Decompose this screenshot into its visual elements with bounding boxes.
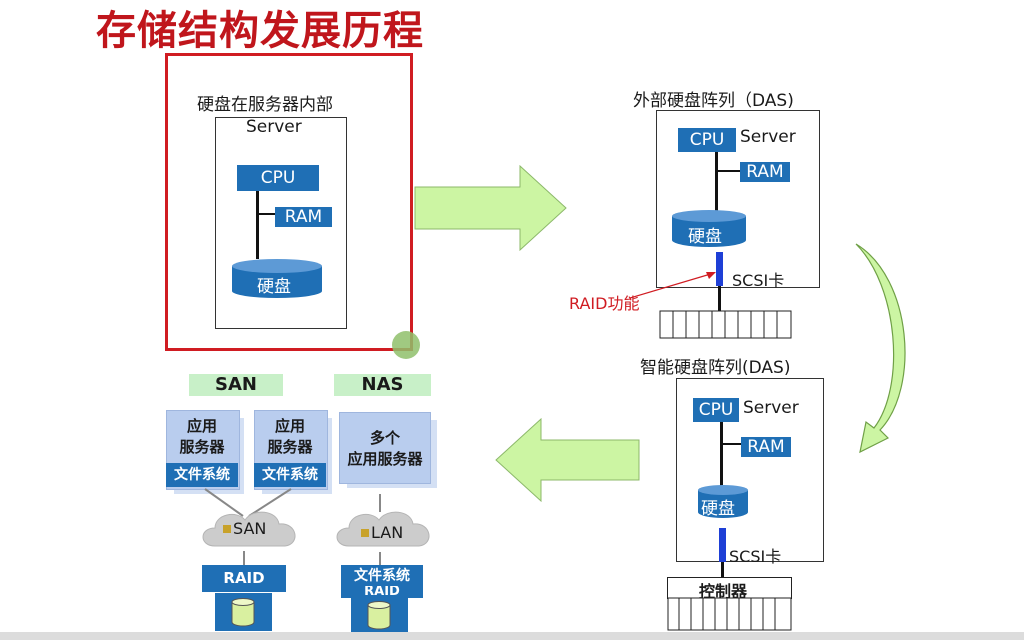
- nas-servers: [339, 412, 431, 484]
- stage2-bus-line: [715, 152, 718, 212]
- nas-tag: NAS: [334, 374, 431, 396]
- stage1-disk-label: 硬盘: [257, 277, 291, 297]
- arrow-left-icon: [495, 418, 640, 502]
- stage2-scsi-line: [718, 286, 721, 316]
- nas-fs: 文件系统: [341, 565, 423, 587]
- nas-cloud-marker: [361, 529, 369, 537]
- stage3-scsi-line: [721, 562, 724, 578]
- nas-servers-label: 多个 应用服务器: [347, 429, 423, 468]
- stage2-server-label: Server: [740, 127, 796, 147]
- san-server2-label: 应用 服务器: [267, 417, 313, 456]
- stage3-server-label: Server: [743, 398, 799, 418]
- san-links: [204, 488, 292, 517]
- curved-arrow-down-icon: [855, 243, 906, 454]
- stage2-ram: RAM: [740, 162, 790, 182]
- raid-pointer-arrow: [629, 272, 716, 299]
- stage3-caption: 智能硬盘阵列(DAS): [640, 358, 791, 378]
- stage3-scsi-label: SCSI卡: [729, 547, 782, 566]
- stage2-disk-icon: [672, 210, 746, 247]
- san-fs2: 文件系统: [254, 463, 326, 487]
- nas-raid: RAID: [341, 586, 423, 598]
- stage3-scsi-card: [719, 528, 726, 562]
- nas-cloud-label: LAN: [371, 523, 404, 542]
- stage1-cpu: CPU: [237, 165, 319, 191]
- san-tag: SAN: [189, 374, 283, 396]
- stage3-disk-label: 硬盘: [701, 499, 735, 519]
- stage3-ram-connector: [723, 443, 741, 445]
- stage3-disk-array: [667, 597, 792, 631]
- san-cloud-marker: [223, 525, 231, 533]
- san-fs1: 文件系统: [166, 463, 238, 487]
- bottom-scroll-strip[interactable]: [0, 632, 1024, 640]
- san-server1-label: 应用 服务器: [179, 417, 225, 456]
- stage2-caption: 外部硬盘阵列（DAS): [633, 91, 794, 111]
- page-title: 存储结构发展历程: [96, 8, 424, 54]
- san-raid: RAID: [202, 565, 286, 592]
- stage2-raid-label: RAID功能: [569, 294, 640, 313]
- stage2-cpu: CPU: [678, 128, 736, 152]
- nas-cloud-icon: [336, 511, 430, 547]
- nas-storage-disk-icon: [367, 601, 391, 630]
- nas-link-down: [379, 552, 381, 566]
- stage3-ram: RAM: [741, 437, 791, 457]
- stage2-disk-array: [659, 310, 792, 339]
- stage2-ram-connector: [718, 170, 740, 172]
- arrow-right-icon: [414, 165, 567, 251]
- highlight-frame: [165, 53, 413, 351]
- san-link-down: [243, 551, 245, 565]
- stage1-disk-icon: [232, 259, 322, 298]
- san-cloud-icon: [202, 511, 296, 547]
- stage1-server-label: Server: [246, 117, 302, 137]
- san-storage-disk-icon: [231, 598, 255, 627]
- stage3-controller-label: 控制器: [699, 582, 748, 601]
- stage2-scsi-card: [716, 252, 723, 286]
- stage1-caption: 硬盘在服务器内部: [197, 95, 333, 115]
- san-cloud-label: SAN: [233, 519, 267, 538]
- stage1-ram: RAM: [275, 207, 332, 227]
- resize-handle-icon[interactable]: [392, 331, 420, 359]
- stage2-scsi-label: SCSI卡: [732, 271, 785, 290]
- stage3-bus-line: [720, 422, 723, 488]
- stage2-disk-label: 硬盘: [688, 227, 722, 247]
- stage1-ram-connector: [259, 213, 277, 215]
- stage1-bus-line: [256, 191, 259, 259]
- stage2-server-box: [656, 110, 820, 288]
- nas-link-up: [379, 494, 381, 512]
- stage3-disk-icon: [698, 485, 748, 518]
- stage3-cpu: CPU: [693, 398, 739, 422]
